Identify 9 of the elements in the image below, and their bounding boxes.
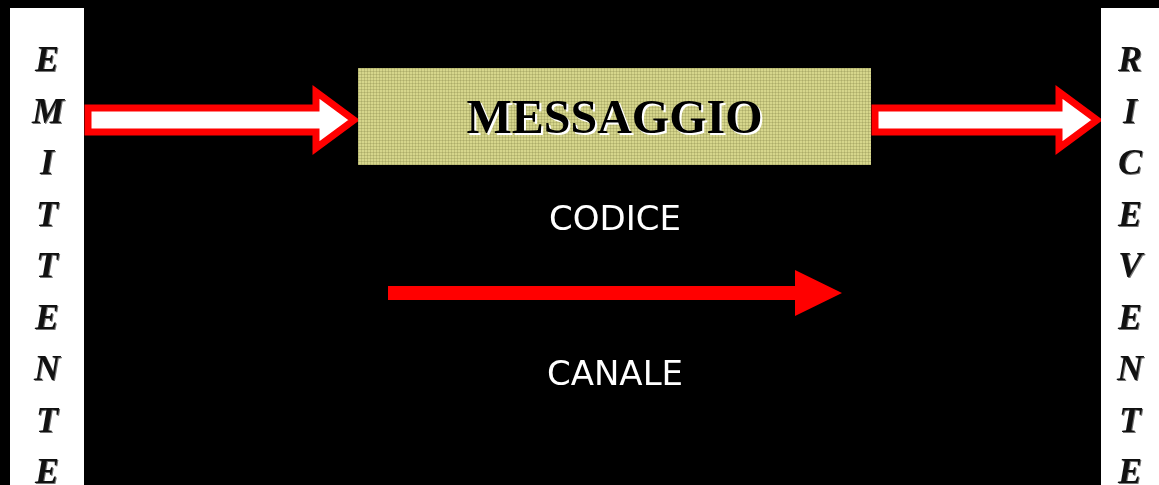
arrow (871, 85, 1103, 155)
label-text: CANALE (546, 353, 684, 393)
vertical-label: RICEVENTE (1115, 38, 1145, 485)
message-title: MESSAGGIO (466, 89, 763, 144)
receiver-panel (1101, 8, 1159, 485)
sender-panel (10, 8, 84, 485)
message-box (358, 68, 871, 165)
arrow (84, 85, 360, 155)
label-text: CODICE (549, 198, 681, 238)
